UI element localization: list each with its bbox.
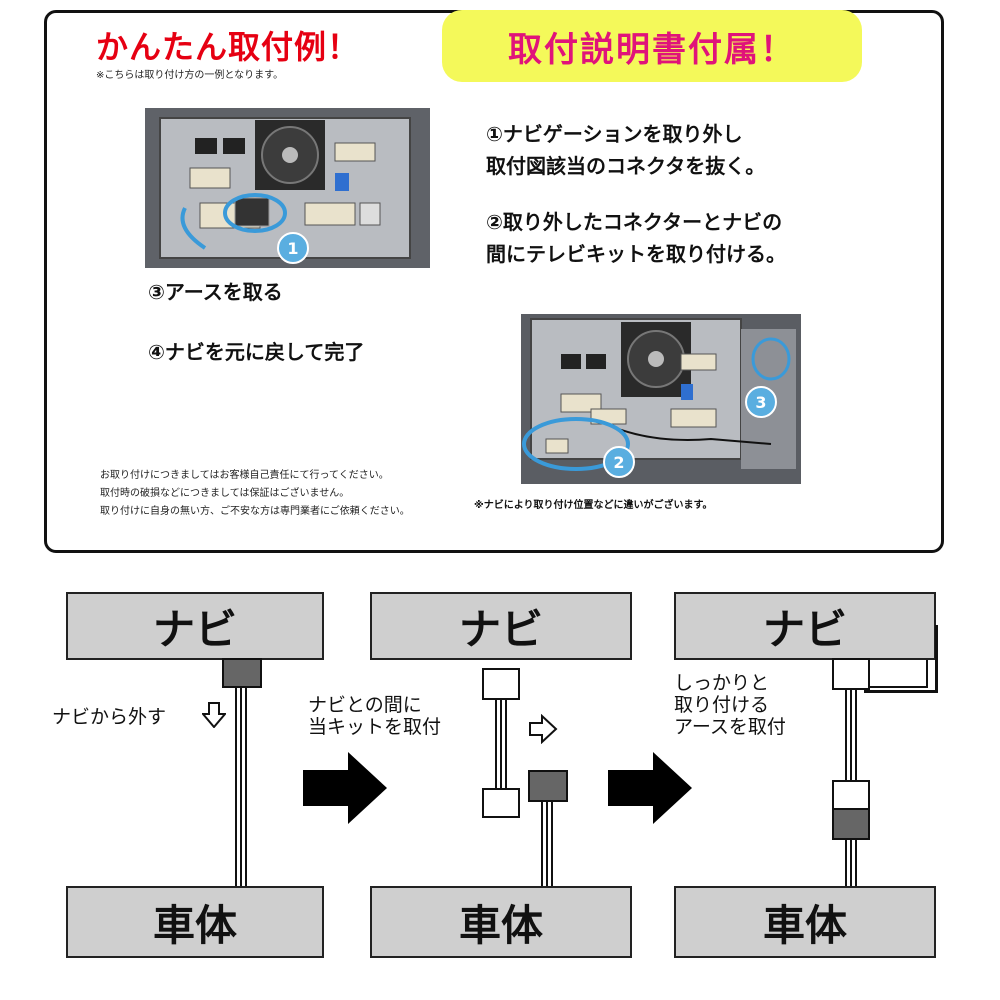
- step-1-line-2: 取付図該当のコネクタを抜く。: [486, 154, 766, 178]
- stage2-car-connector: [528, 770, 568, 802]
- step-1-line-1: ①ナビゲーションを取り外し: [486, 122, 743, 146]
- stage3-kit-wire: [845, 690, 857, 780]
- stage2-text-line-1: ナビとの間に: [308, 694, 422, 716]
- step-1: ①ナビゲーションを取り外し 取付図該当のコネクタを抜く。: [486, 118, 765, 182]
- photo2-marker-3: 3: [755, 393, 766, 412]
- stage3-car-wire: [845, 840, 857, 888]
- stage2-car-body-box: 車体: [370, 886, 632, 958]
- step-2-line-1: ②取り外したコネクターとナビの: [486, 210, 783, 234]
- stage2-kit-bottom-connector: [482, 788, 520, 818]
- stage3-car-body-box: 車体: [674, 886, 936, 958]
- stage2-car-wire: [541, 802, 553, 888]
- step-2: ②取り外したコネクターとナビの 間にテレビキットを取り付ける。: [486, 206, 786, 270]
- stage1-navi-connector: [222, 658, 262, 688]
- stage3-kit-top-connector: [832, 658, 870, 690]
- step-4: ④ナビを元に戻して完了: [148, 340, 365, 364]
- stage3-earth-wire: [866, 660, 928, 688]
- photo1-marker-1: 1: [287, 239, 298, 258]
- down-outline-arrow-icon: [202, 702, 226, 728]
- example-note: ※こちらは取り付け方の一例となります。: [96, 70, 284, 81]
- easy-install-title: かんたん取付例！: [96, 28, 361, 66]
- manual-included-banner: 取付説明書付属！: [442, 10, 862, 82]
- install-photo-1: 1: [145, 108, 430, 268]
- stage2-install-text: ナビとの間に 当キットを取付: [308, 694, 441, 738]
- stage3-text-line-1: しっかりと: [674, 672, 770, 694]
- stage2-navi-box: ナビ: [370, 592, 632, 660]
- stage3-secure-text: しっかりと 取り付ける アースを取付: [674, 672, 786, 738]
- stage2-kit-top-connector: [482, 668, 520, 700]
- disclaimer-line-3: 取り付けに自身の無い方、ご不安な方は専門業者にご依頼ください。: [100, 506, 410, 517]
- stage2-kit-wire: [495, 700, 507, 788]
- disclaimer: お取り付けにつきましてはお客様自己責任にて行ってください。 取付時の破損などにつ…: [100, 467, 410, 521]
- disclaimer-line-1: お取り付けにつきましてはお客様自己責任にて行ってください。: [100, 470, 389, 481]
- navi-wiring-photo-illustration: 2 3: [521, 314, 801, 484]
- photo-note: ※ナビにより取り付け位置などに違いがございます。: [474, 500, 713, 511]
- stage3-navi-box: ナビ: [674, 592, 936, 660]
- photo2-marker-2: 2: [613, 453, 624, 472]
- stage3-earth-bracket: [864, 625, 938, 693]
- install-photo-2: 2 3: [521, 314, 801, 484]
- stage3-car-connector: [832, 808, 870, 840]
- stage1-car-body-box: 車体: [66, 886, 324, 958]
- banner-text: 取付説明書付属！: [508, 29, 796, 70]
- step-3: ③アースを取る: [148, 280, 283, 304]
- stage1-remove-text: ナビから外す: [52, 706, 167, 728]
- right-outline-arrow-icon: [529, 714, 558, 744]
- stage1-navi-box: ナビ: [66, 592, 324, 660]
- stage1-wire: [235, 688, 247, 888]
- navi-unit-photo-illustration: 1: [145, 108, 430, 268]
- disclaimer-line-2: 取付時の破損などにつきましては保証はございません。: [100, 488, 350, 499]
- stage3-text-line-2: 取り付ける: [674, 694, 770, 716]
- stage2-text-line-2: 当キットを取付: [308, 716, 442, 738]
- right-black-arrow-icon: [303, 752, 387, 824]
- stage3-kit-bottom-connector: [832, 780, 870, 810]
- step-2-line-2: 間にテレビキットを取り付ける。: [486, 242, 786, 266]
- stage3-text-line-3: アースを取付: [674, 716, 786, 738]
- right-black-arrow-icon: [608, 752, 692, 824]
